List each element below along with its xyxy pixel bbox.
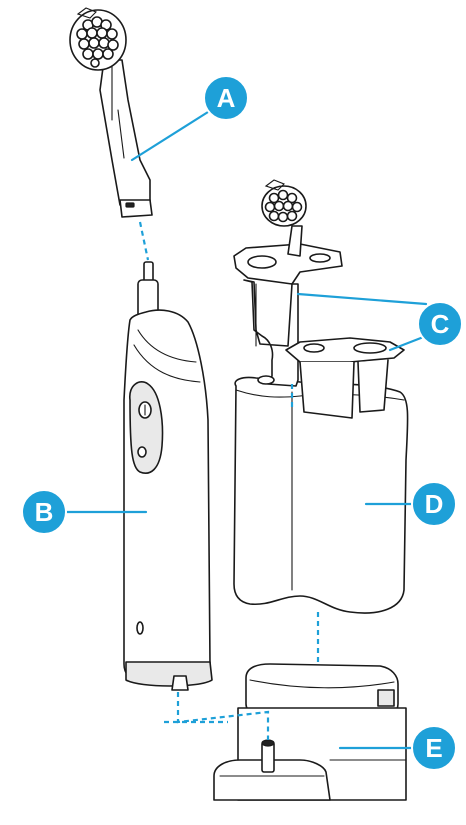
label-d-text: D: [425, 489, 444, 519]
label-c-text: C: [431, 309, 450, 339]
label-a-text: A: [217, 83, 236, 113]
label-c: C: [418, 302, 462, 346]
label-b-text: B: [35, 497, 54, 527]
charger-base-e: [214, 664, 406, 800]
label-a: A: [204, 76, 248, 120]
label-e: E: [412, 726, 456, 770]
label-e-text: E: [425, 733, 442, 763]
leader-a: [132, 112, 208, 160]
brush-holder-c: [234, 180, 404, 418]
label-b: B: [22, 490, 66, 534]
guide-a-to-b: [140, 222, 148, 260]
label-d: D: [412, 482, 456, 526]
leader-c-lower: [390, 336, 426, 350]
handle-b: [124, 262, 212, 690]
brush-head-a: [70, 8, 152, 217]
leader-c-upper: [298, 294, 426, 304]
